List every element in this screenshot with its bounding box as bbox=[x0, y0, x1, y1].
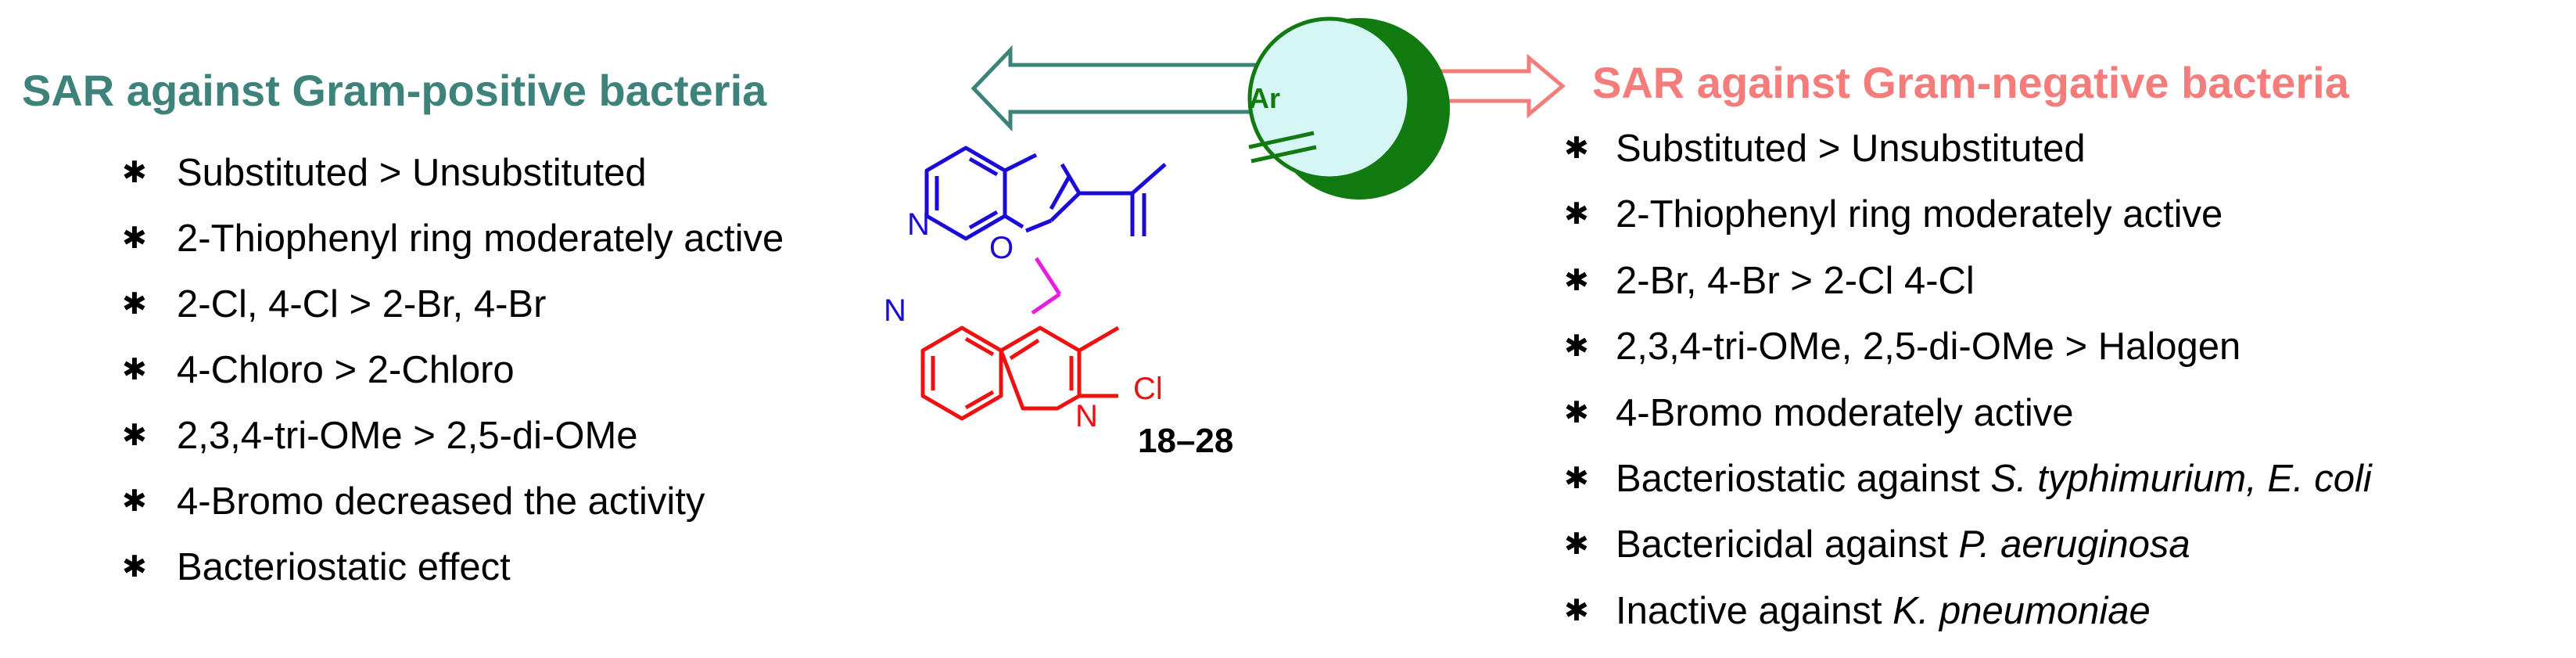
gram-negative-sar-item-text: Bactericidal against bbox=[1616, 523, 1959, 566]
atom-n-bottom: N bbox=[884, 293, 906, 328]
gram-negative-sar-item: ✱ Inactive against K. pneumoniae bbox=[1564, 589, 2372, 658]
gram-positive-sar-item: ✱ 4-Bromo decreased the activity bbox=[122, 480, 784, 548]
benzimidazole-core bbox=[924, 146, 1167, 241]
asterisk-bullet-icon: ✱ bbox=[1564, 528, 1589, 562]
gram-positive-sar-list: ✱ Substituted > Unsubstituted ✱ 2-Thiopheny… bbox=[122, 152, 784, 614]
gram-negative-sar-item-text: 2-Thiophenyl ring moderately active bbox=[1616, 193, 2223, 236]
gram-positive-sar-item-text: 2-Thiophenyl ring moderately active bbox=[177, 218, 784, 260]
gram-positive-sar-item: ✱ 2,3,4-tri-OMe > 2,5-di-OMe bbox=[122, 415, 784, 483]
gram-negative-sar-item: ✱ Bacteriostatic against S. typhimurium, … bbox=[1564, 457, 2372, 526]
gram-negative-sar-item: ✱ 2-Thiophenyl ring moderately active bbox=[1564, 193, 2372, 261]
gram-positive-sar-item: ✱ 2-Cl, 4-Cl > 2-Br, 4-Br bbox=[122, 283, 784, 351]
aryl-label: Ar bbox=[1249, 82, 1280, 114]
asterisk-bullet-icon: ✱ bbox=[122, 288, 147, 321]
gram-negative-heading: SAR against Gram-negative bacteria bbox=[1592, 58, 2349, 107]
gram-positive-sar-item-text: 2,3,4-tri-OMe > 2,5-di-OMe bbox=[177, 415, 638, 457]
gram-positive-sar-item: ✱ Bacteriostatic effect bbox=[122, 546, 784, 614]
asterisk-bullet-icon: ✱ bbox=[122, 551, 147, 584]
quinoline-ring bbox=[920, 325, 1120, 421]
gram-negative-sar-item: ✱ 2,3,4-tri-OMe, 2,5-di-OMe > Halogen bbox=[1564, 325, 2372, 394]
atom-n-quinoline: N bbox=[1075, 399, 1098, 433]
asterisk-bullet-icon: ✱ bbox=[122, 156, 147, 189]
asterisk-bullet-icon: ✱ bbox=[1564, 198, 1589, 232]
gram-positive-sar-item-text: 4-Bromo decreased the activity bbox=[177, 480, 705, 523]
gram-positive-sar-item: ✱ 2-Thiophenyl ring moderately active bbox=[122, 218, 784, 286]
right-arrow bbox=[1409, 53, 1566, 119]
gram-positive-heading: SAR against Gram-positive bacteria bbox=[22, 66, 767, 115]
gram-negative-sar-item-organism: S. typhimurium, E. coli bbox=[1990, 457, 2372, 500]
asterisk-bullet-icon: ✱ bbox=[122, 485, 147, 518]
gram-negative-sar-item-organism: K. pneumoniae bbox=[1893, 589, 2151, 632]
asterisk-bullet-icon: ✱ bbox=[1564, 264, 1589, 297]
vinyl-linker bbox=[1248, 131, 1317, 164]
atom-n-top: N bbox=[907, 207, 930, 242]
asterisk-bullet-icon: ✱ bbox=[1564, 594, 1589, 627]
asterisk-bullet-icon: ✱ bbox=[1564, 396, 1589, 430]
left-arrow bbox=[970, 45, 1261, 132]
asterisk-bullet-icon: ✱ bbox=[122, 222, 147, 255]
gram-negative-sar-item: ✱ Substituted > Unsubstituted bbox=[1564, 128, 2372, 196]
atom-o-carbonyl: O bbox=[989, 231, 1014, 265]
atom-cl: Cl bbox=[1133, 372, 1163, 406]
gram-positive-sar-item-text: Substituted > Unsubstituted bbox=[177, 152, 647, 194]
compound-label: 18–28 bbox=[1138, 422, 1234, 460]
gram-positive-sar-item-text: 2-Cl, 4-Cl > 2-Br, 4-Br bbox=[177, 283, 547, 325]
gram-negative-sar-item-text: 2,3,4-tri-OMe, 2,5-di-OMe > Halogen bbox=[1616, 325, 2241, 369]
asterisk-bullet-icon: ✱ bbox=[122, 354, 147, 387]
gram-negative-sar-item: ✱ 4-Bromo moderately active bbox=[1564, 391, 2372, 460]
gram-positive-sar-item: ✱ Substituted > Unsubstituted bbox=[122, 152, 784, 220]
asterisk-bullet-icon: ✱ bbox=[122, 419, 147, 452]
gram-negative-sar-item: ✱ 2-Br, 4-Br > 2-Cl 4-Cl bbox=[1564, 259, 2372, 328]
gram-negative-sar-item-text: 4-Bromo moderately active bbox=[1616, 391, 2074, 434]
methylene-linker bbox=[1031, 257, 1062, 315]
asterisk-bullet-icon: ✱ bbox=[1564, 462, 1589, 495]
asterisk-bullet-icon: ✱ bbox=[1564, 132, 1589, 165]
gram-negative-sar-item: ✱ Bactericidal against P. aeruginosa bbox=[1564, 523, 2372, 591]
gram-negative-sar-item-text: 2-Br, 4-Br > 2-Cl 4-Cl bbox=[1616, 259, 1975, 302]
asterisk-bullet-icon: ✱ bbox=[1564, 330, 1589, 364]
gram-negative-sar-list: ✱ Substituted > Unsubstituted ✱ 2-Thiopheny… bbox=[1564, 128, 2372, 658]
gram-positive-sar-item: ✱ 4-Chloro > 2-Chloro bbox=[122, 349, 784, 417]
gram-negative-sar-item-text: Substituted > Unsubstituted bbox=[1616, 128, 2086, 170]
gram-negative-sar-item-text: Bacteriostatic against bbox=[1616, 457, 1991, 500]
gram-negative-sar-item-text: Inactive against bbox=[1616, 589, 1893, 632]
gram-positive-sar-item-text: 4-Chloro > 2-Chloro bbox=[177, 349, 515, 391]
gram-positive-sar-item-text: Bacteriostatic effect bbox=[177, 546, 511, 588]
gram-negative-sar-item-organism: P. aeruginosa bbox=[1958, 523, 2190, 566]
